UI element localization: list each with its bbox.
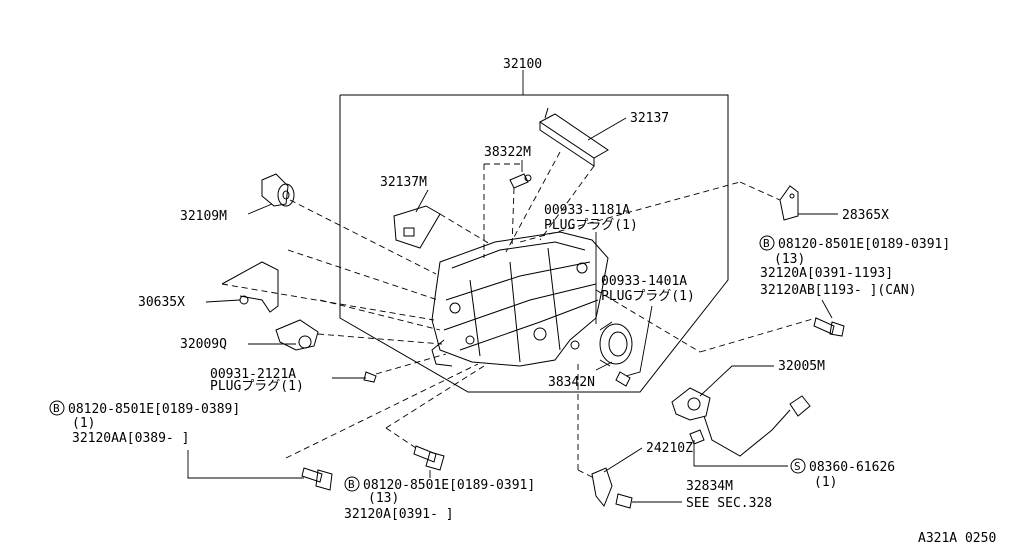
callout-plug-2121-number: 00931-2121A (210, 367, 296, 382)
leader-32137m (415, 189, 429, 213)
callout-plug-2121-desc: PLUGプラグ(1) (210, 379, 304, 394)
callout-see-sec: SEE SEC.328 (686, 496, 772, 511)
callout-32100: 32100 (503, 57, 542, 72)
leader-38342n (595, 361, 613, 371)
badge-s (790, 458, 806, 474)
screw-drawing (689, 429, 705, 445)
diagram-footer-code: A321A 0250 (918, 531, 996, 546)
callout-30635x: 30635X (138, 295, 185, 310)
callout-32109m: 32109M (180, 209, 227, 224)
callout-bolt-right-qty: (13) (774, 252, 805, 267)
callout-24210z: 24210Z (646, 441, 693, 456)
bolt-left-drawing (301, 467, 333, 491)
badge-b-left-letter: B (53, 402, 60, 415)
callout-32137m: 32137M (380, 175, 427, 190)
callout-38342n: 38342N (548, 375, 595, 390)
badge-s-letter: S (794, 460, 801, 473)
leader-32109m (247, 203, 273, 215)
callout-32834m: 32834M (686, 479, 733, 494)
bolt-right-drawing (813, 317, 845, 337)
leader-bolt-right (821, 299, 833, 319)
bracket-28365x-drawing (779, 185, 799, 221)
pin-38322m-drawing (509, 173, 532, 189)
callout-plug-1181-number: 00933-1181A (544, 203, 630, 218)
badge-b-left (49, 400, 65, 416)
callout-32005m: 32005M (778, 359, 825, 374)
sensor-32005m-drawing (671, 387, 811, 457)
badge-b-bottom (344, 476, 360, 492)
callout-bolt-right-alt2: 32120AB[1193- ](CAN) (760, 283, 917, 298)
plug-2121-drawing (363, 371, 377, 383)
callout-bolt-left-alt: 32120AA[0389- ] (72, 431, 189, 446)
callout-bolt-bottom-alt: 32120A[0391- ] (344, 507, 454, 522)
assembly-frame (339, 94, 729, 393)
leader-24210z (603, 447, 643, 473)
leader-32137 (587, 117, 627, 141)
badge-b-bottom-letter: B (348, 478, 355, 491)
dashed-assembly-lines (221, 151, 817, 479)
clamp-32009q-drawing (275, 319, 319, 351)
callout-38322m: 38322M (484, 145, 531, 160)
leader-plug-1401 (625, 305, 653, 377)
callout-bolt-bottom-qty: (13) (368, 491, 399, 506)
callout-bolt-right-alt1: 32120A[0391-1193] (760, 266, 893, 281)
callout-plug-1401-desc: PLUGプラグ(1) (601, 289, 695, 304)
leader-screw (693, 440, 788, 467)
clip-30635x-drawing (221, 261, 279, 313)
callout-bolt-left-number: 08120-8501E[0189-0389] (68, 402, 240, 417)
callout-plug-1181-desc: PLUGプラグ(1) (544, 218, 638, 233)
sleeve-32109m-drawing (261, 173, 295, 207)
bracket-32137m-drawing (393, 205, 441, 249)
callout-bolt-bottom-number: 08120-8501E[0189-0391] (363, 478, 535, 493)
bolt-32834m-drawing (615, 493, 633, 509)
callout-bolt-left-qty: (1) (72, 416, 95, 431)
callout-28365x: 28365X (842, 208, 889, 223)
callout-plug-1401-number: 00933-1401A (601, 274, 687, 289)
badge-b-right-letter: B (763, 237, 770, 250)
transmission-case-drawing (431, 231, 633, 367)
clip-24210z-drawing (591, 467, 613, 507)
bracket-32137-drawing (539, 107, 609, 167)
callout-screw-number: 08360-61626 (809, 460, 895, 475)
bolt-bottom-drawing (413, 445, 445, 471)
leader-30635x (205, 299, 241, 303)
callout-bolt-right-number: 08120-8501E[0189-0391] (778, 237, 950, 252)
callout-32137: 32137 (630, 111, 669, 126)
leader-bolt-left (187, 450, 304, 479)
callout-32009q: 32009Q (180, 337, 227, 352)
callout-screw-qty: (1) (814, 475, 837, 490)
badge-b-right (759, 235, 775, 251)
leader-32005m (699, 365, 774, 397)
plug-1401-drawing (615, 371, 631, 387)
